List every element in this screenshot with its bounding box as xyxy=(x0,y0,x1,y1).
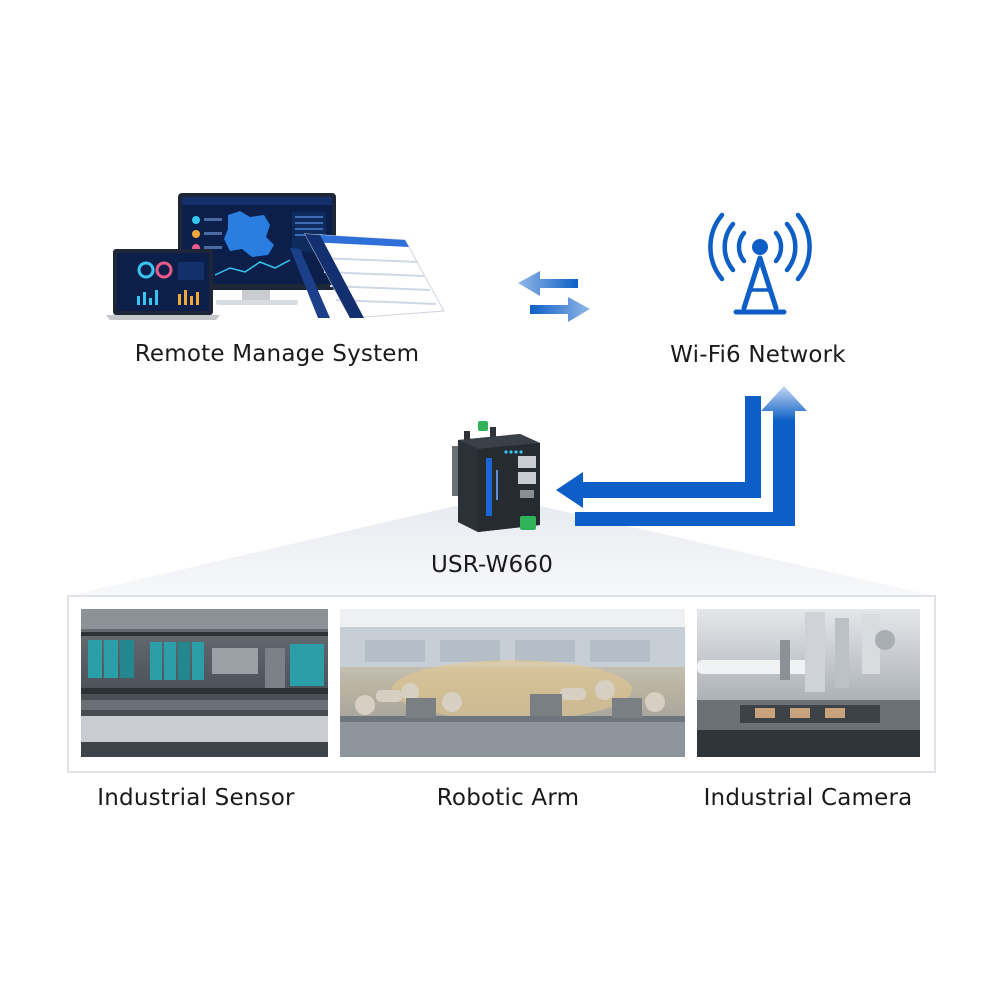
monitor-map xyxy=(224,211,274,257)
sensor-label: Industrial Sensor xyxy=(97,785,295,811)
remote-system-devices xyxy=(106,193,445,320)
arrow-right-bottom xyxy=(530,297,590,322)
network-label: Wi-Fi6 Network xyxy=(670,342,846,368)
remote-system-label: Remote Manage System xyxy=(134,341,420,367)
robotic-arm-label: Robotic Arm xyxy=(436,785,580,811)
camera-label: Industrial Camera xyxy=(703,785,913,811)
device-label: USR-W660 xyxy=(430,552,554,578)
industrial-sensor-image xyxy=(81,609,328,757)
industrial-camera-image xyxy=(697,609,920,757)
usr-w660-device xyxy=(452,421,540,532)
arrow-up-to-network xyxy=(575,386,807,526)
dashboard-panels xyxy=(290,233,445,319)
arrow-left-top xyxy=(518,271,578,296)
spotlight-cone xyxy=(68,506,935,596)
robotic-arm-image xyxy=(340,609,685,757)
arrow-left-to-device xyxy=(556,396,761,508)
wifi-tower-icon xyxy=(708,212,812,315)
swap-arrows xyxy=(518,271,590,322)
connection-arrows xyxy=(556,386,807,526)
